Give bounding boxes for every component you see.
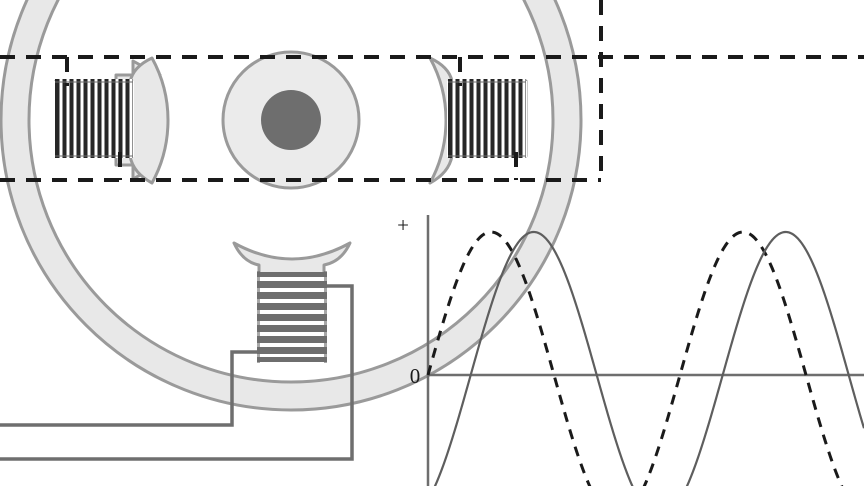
rotor-shaft <box>261 90 321 150</box>
coil-right <box>447 79 527 158</box>
solid-lead-wire-b <box>0 284 354 461</box>
waveform-plot: + 0 <box>397 213 864 486</box>
coil-right-top-rail <box>448 81 526 83</box>
dashed-lead-wires <box>0 0 864 182</box>
coil-bottom-left-rail <box>257 271 260 363</box>
coil-left-windings <box>55 79 133 158</box>
coil-left-top-rail <box>55 81 133 83</box>
coil-left-bottom-rail <box>55 155 133 157</box>
coil-left <box>54 79 134 158</box>
coil-bottom-right-rail <box>324 271 327 363</box>
waveform-zero-label: 0 <box>410 364 421 388</box>
solid-lead-wire-a <box>0 350 262 427</box>
waveform-curve-phase-b <box>433 230 864 486</box>
coil-right-bottom-rail <box>448 155 526 157</box>
coil-right-windings <box>448 79 526 158</box>
rotor <box>221 50 361 190</box>
solid-lead-wires <box>0 284 354 461</box>
waveform-plus-label: + <box>397 213 409 237</box>
coil-bottom <box>257 271 327 363</box>
coil-bottom-windings <box>257 272 327 362</box>
waveform-curve-phase-a <box>426 230 844 486</box>
